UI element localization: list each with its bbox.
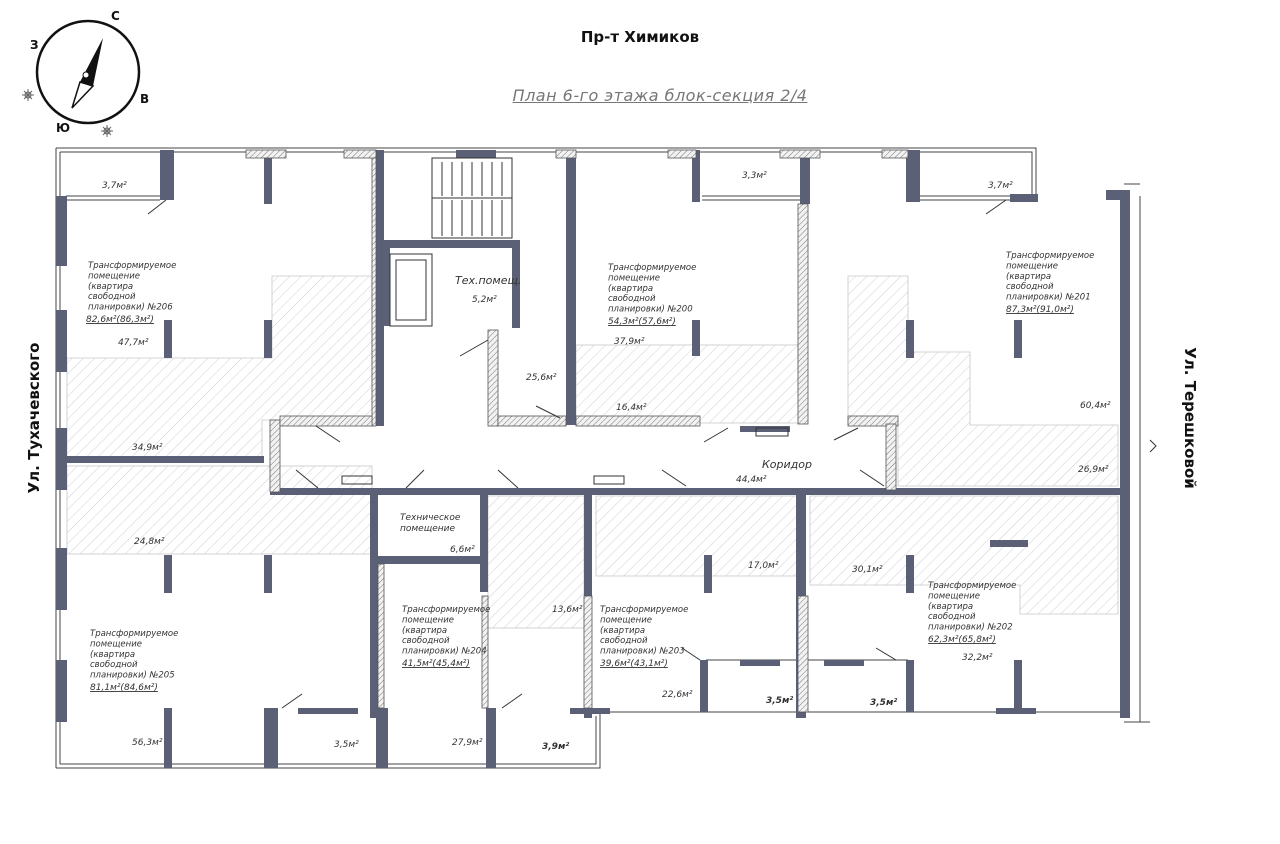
compass-south-letter: Ю <box>56 121 71 135</box>
doors <box>147 199 1007 709</box>
label-line: планировки) №201 <box>1006 293 1091 303</box>
label-line: планировки) №203 <box>600 647 685 657</box>
label-line: Трансформируемое <box>928 581 1016 591</box>
label-line: (квартира <box>928 602 973 612</box>
partition-walls <box>245 149 909 713</box>
label-line: помещение <box>928 591 980 601</box>
label-line: свободной <box>600 636 648 646</box>
room-202-area-1: 32,2м² <box>962 653 993 663</box>
label-line: планировки) №202 <box>928 623 1013 633</box>
stairwell <box>389 157 513 327</box>
label-line: помещение <box>88 271 140 281</box>
apartment-206-area: 82,6м²(86,3м²) <box>86 315 154 325</box>
balcony-204-area: 3,9м² <box>542 742 569 752</box>
balcony-203-area: 3,5м² <box>766 696 793 706</box>
label-line: помещение <box>402 615 454 625</box>
label-line: помещение <box>600 615 652 625</box>
balcony-205-area: 3,5м² <box>334 740 359 750</box>
hatched-zones <box>66 275 1119 629</box>
compass-circle <box>35 19 141 125</box>
label-line: Трансформируемое <box>600 605 688 615</box>
compass-east-letter: В <box>140 92 150 106</box>
tech-room-name: Тех.помещ. <box>455 274 521 287</box>
compass-needle-south <box>71 81 95 109</box>
tech-room-2-area: 6,6м² <box>450 545 475 555</box>
label-line: (квартира <box>88 282 133 292</box>
label-line: Техническое <box>400 513 461 523</box>
room-202-area-2: 30,1м² <box>852 565 883 575</box>
balcony-201-area: 3,7м² <box>988 181 1013 191</box>
label-line: (квартира <box>608 284 653 294</box>
room-205-area-1: 56,3м² <box>132 738 163 748</box>
compass-west-letter: З <box>30 38 39 52</box>
label-line: (квартира <box>402 626 447 636</box>
room-203-area-2: 13,6м² <box>552 605 583 615</box>
apartment-205-area: 81,1м²(84,6м²) <box>90 683 158 693</box>
label-line: Трансформируемое <box>88 261 176 271</box>
label-line: свободной <box>608 294 656 304</box>
sun-icon <box>101 125 113 137</box>
label-line: помещение <box>90 639 142 649</box>
compass-needle-north <box>80 38 103 86</box>
label-line: планировки) №205 <box>90 671 175 681</box>
label-line: помещение <box>400 524 455 534</box>
label-line: (квартира <box>1006 272 1051 282</box>
label-line: Трансформируемое <box>90 629 178 639</box>
room-206-area-1: 47,7м² <box>118 338 149 348</box>
room-204-area-1: 27,9м² <box>452 738 483 748</box>
room-206-area-2: 34,9м² <box>132 443 163 453</box>
label-line: Трансформируемое <box>608 263 696 273</box>
label-line: помещение <box>608 273 660 283</box>
label-line: планировки) №206 <box>88 303 173 313</box>
tech-room-area: 5,2м² <box>472 295 497 305</box>
label-line: свободной <box>402 636 450 646</box>
plan-title: План 6-го этажа блок-секция 2/4 <box>512 86 808 105</box>
label-line: свободной <box>928 612 976 622</box>
room-201-area-2: 26,9м² <box>1078 465 1109 475</box>
room-200-area-1: 37,9м² <box>614 337 645 347</box>
room-203-area-1: 22,6м² <box>662 690 693 700</box>
lobby-area: 25,6м² <box>526 373 557 383</box>
room-205-area-2: 24,8м² <box>134 537 165 547</box>
balcony-202-area: 3,5м² <box>870 698 897 708</box>
street-north-label: Пр-т Химиков <box>580 28 700 46</box>
label-line: планировки) №200 <box>608 305 693 315</box>
room-203-area-3: 17,0м² <box>748 561 779 571</box>
compass-rose <box>22 19 141 137</box>
apartment-200-area: 54,3м²(57,6м²) <box>608 317 676 327</box>
label-line: свободной <box>88 292 136 302</box>
room-200-area-2: 16,4м² <box>616 403 647 413</box>
apartment-202-area: 62,3м²(65,8м²) <box>928 635 996 645</box>
label-line: планировки) №204 <box>402 647 487 657</box>
balcony-206-area: 3,7м² <box>102 181 127 191</box>
apartment-204-area: 41,5м²(45,4м²) <box>402 659 470 669</box>
label-line: (квартира <box>600 626 645 636</box>
corridor-name: Коридор <box>762 458 812 471</box>
room-201-area-1: 60,4м² <box>1080 401 1111 411</box>
balcony-200-area: 3,3м² <box>742 171 767 181</box>
corridor-area: 44,4м² <box>736 475 767 485</box>
apartment-203-area: 39,6м²(43,1м²) <box>600 659 668 669</box>
sun-icon <box>22 89 34 101</box>
label-line: помещение <box>1006 261 1058 271</box>
label-line: Трансформируемое <box>402 605 490 615</box>
label-line: свободной <box>90 660 138 670</box>
compass-north-letter: С <box>111 9 120 23</box>
label-line: Трансформируемое <box>1006 251 1094 261</box>
apartment-201-area: 87,3м²(91,0м²) <box>1006 305 1074 315</box>
label-line: свободной <box>1006 282 1054 292</box>
label-line: (квартира <box>90 650 135 660</box>
